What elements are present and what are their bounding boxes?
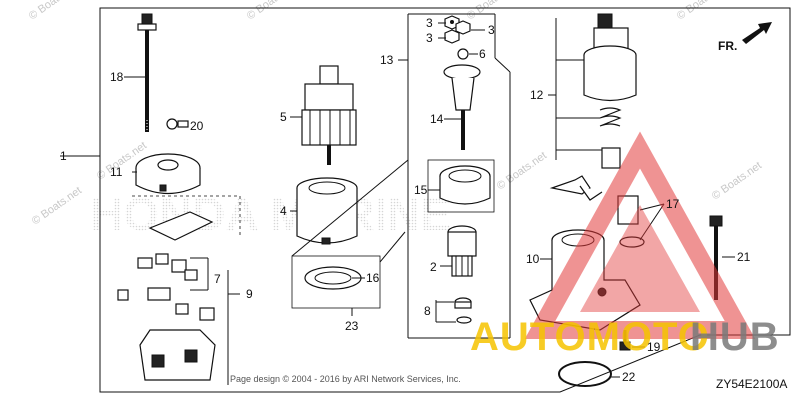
front-direction-arrow-icon <box>742 22 772 44</box>
watermark-text: © Boats.net <box>245 0 299 22</box>
part-12-solenoid <box>583 13 637 169</box>
group-13-bracket <box>398 13 511 339</box>
background-logo-text: HONDA MARINE <box>90 188 451 240</box>
diagram-code: ZY54E2100A <box>716 377 787 391</box>
callout-20: 20 <box>190 119 204 133</box>
copyright-text: Page design © 2004 - 2016 by ARI Network… <box>230 374 461 384</box>
part-18-long-bolt <box>137 13 157 132</box>
callout-8: 8 <box>424 304 431 318</box>
part-8-collar <box>454 297 472 324</box>
watermark-text: © Boats.net <box>675 0 729 22</box>
part-plate <box>148 211 214 241</box>
callout-1: 1 <box>60 149 67 163</box>
watermark-text: © Boats.net <box>465 0 519 22</box>
callout-13: 13 <box>380 53 394 67</box>
callout-4: 4 <box>280 204 287 218</box>
watermark-text: © Boats.net <box>30 185 84 228</box>
callout-12: 12 <box>530 88 544 102</box>
direction-label: FR. <box>718 39 737 53</box>
watermark-text: © Boats.net <box>495 150 549 193</box>
part-6-washer <box>457 48 469 60</box>
callout-23: 23 <box>345 319 359 333</box>
assembly-outline <box>99 7 791 393</box>
part-17-lever <box>549 175 645 248</box>
callout-9: 9 <box>246 287 253 301</box>
honda-marine-logo: HONDA MARINE <box>90 188 451 240</box>
part-9-brush-holder <box>117 287 216 381</box>
part-22-o-ring <box>558 361 612 387</box>
part-20-screw <box>166 118 189 130</box>
callout-22: 22 <box>622 370 636 384</box>
callout-3: 3 <box>426 31 433 45</box>
callout-7: 7 <box>214 272 221 286</box>
callout-3: 3 <box>426 16 433 30</box>
callout-2: 2 <box>430 260 437 274</box>
callout-6: 6 <box>479 47 486 61</box>
brand-name-part-b: HUB <box>690 315 780 359</box>
callout-15: 15 <box>414 183 428 197</box>
callout-18: 18 <box>110 70 124 84</box>
part-5-armature <box>301 65 357 165</box>
watermark-text: © Boats.net <box>710 160 764 203</box>
logo-triangle-inner <box>580 205 700 312</box>
part-16-ring <box>304 266 362 290</box>
callout-5: 5 <box>280 110 287 124</box>
callout-17: 17 <box>666 197 680 211</box>
brand-name-part-a: AUTOMOTO <box>470 315 710 359</box>
part-14-shaft <box>443 64 481 150</box>
part-7-brush-springs <box>137 253 209 291</box>
callout-10: 10 <box>526 252 540 266</box>
part-11-end-cover <box>135 153 201 194</box>
callout-19: 19 <box>647 340 661 354</box>
watermark-text: © Boats.net <box>27 0 81 22</box>
part-15-internal-gear <box>439 165 491 205</box>
callout-3: 3 <box>488 23 495 37</box>
callout-16: 16 <box>366 271 380 285</box>
callout-11: 11 <box>110 165 123 179</box>
automotohub-logo: AUTOMOTO HUB <box>470 131 780 359</box>
part-2-pinion <box>447 225 477 277</box>
logo-triangle-outer <box>524 131 756 339</box>
callout-21: 21 <box>737 250 751 264</box>
callout-labels: 1 2 3 3 3 4 5 6 7 8 9 10 11 12 13 14 15 … <box>60 16 751 384</box>
callout-14: 14 <box>430 112 444 126</box>
part-4-yoke <box>296 177 358 245</box>
part-3-nuts <box>444 15 471 44</box>
